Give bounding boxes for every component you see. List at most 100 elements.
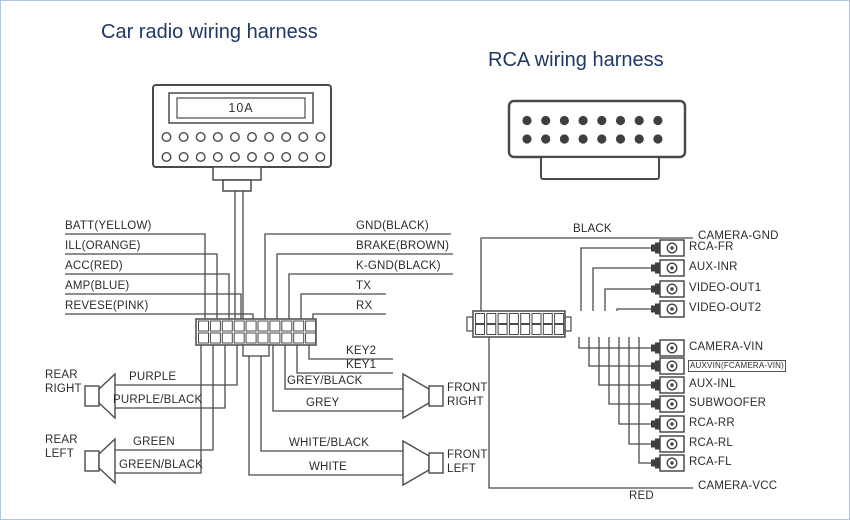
- wire-label-grey-black: GREY/BLACK: [287, 375, 363, 387]
- wire-label-rx: RX: [356, 300, 373, 312]
- rca-jack-icon: [651, 357, 685, 375]
- car-harness-title: Car radio wiring harness: [101, 21, 318, 43]
- wire-label-key1: KEY1: [346, 359, 377, 371]
- wire-label-green: GREEN: [133, 436, 175, 448]
- rca-jack-label: VIDEO-OUT1: [689, 282, 762, 294]
- wire-label-green-black: GREEN/BLACK: [119, 459, 204, 471]
- rca-plug-pin: [520, 324, 531, 335]
- wire-rx: [312, 313, 386, 319]
- wire-rca-2: [604, 288, 651, 311]
- speaker-icon: [84, 385, 100, 407]
- wire-kgnd: [288, 273, 453, 319]
- iso-plug-pin: [209, 320, 221, 332]
- harness-bundle: [234, 191, 244, 319]
- wire-rca-5: [588, 337, 651, 367]
- radio-pin: [178, 131, 189, 142]
- speaker-label-rear-right-2: RIGHT: [45, 383, 82, 395]
- iso-plug-pin: [221, 332, 233, 344]
- wire-label-amp: AMP(BLUE): [65, 280, 130, 292]
- speaker-label-front-right-2: RIGHT: [447, 396, 484, 408]
- speaker-label-rear-right-1: REAR: [45, 369, 78, 381]
- rca-pin: [653, 115, 663, 126]
- radio-pin: [281, 131, 292, 142]
- wire-purple-black: [115, 345, 226, 409]
- rca-pin: [634, 134, 644, 144]
- rca-jack-label: RCA-RL: [689, 437, 734, 449]
- wire-label-tx: TX: [356, 280, 372, 292]
- iso-plug-pin: [281, 320, 293, 332]
- rca-pin: [559, 134, 570, 144]
- wire-tx: [300, 293, 386, 319]
- speaker-rear-right: [84, 372, 116, 420]
- wire-rca-9: [628, 337, 651, 445]
- rca-jack-label: AUX-INR: [689, 261, 738, 273]
- wire-amp: [65, 293, 242, 319]
- rca-pin: [578, 134, 588, 144]
- rca-pin: [653, 134, 663, 144]
- wire-color-label-black: BLACK: [573, 223, 612, 235]
- wire-acc: [65, 273, 230, 319]
- radio-pin: [212, 151, 223, 162]
- speaker-front-right: [402, 372, 444, 420]
- speaker-icon: [84, 450, 100, 472]
- rca-plug-pin: [542, 324, 553, 335]
- iso-plug-pin: [269, 320, 281, 332]
- radio-pin: [229, 151, 240, 162]
- rca-plug-pin: [475, 313, 485, 324]
- rca-jack-label: AUXVIN(FCAMERA-VIN): [688, 360, 787, 372]
- wire-green-black: [115, 345, 202, 474]
- wire-rca-3: [616, 308, 651, 311]
- iso-plug-pin: [305, 332, 317, 344]
- radio-pin: [298, 151, 309, 162]
- rca-jack-icon: [651, 376, 685, 394]
- wire-label-gnd: GND(BLACK): [356, 220, 429, 232]
- wire-label-brake: BRAKE(BROWN): [356, 240, 450, 252]
- radio-connector-tab: [212, 166, 262, 181]
- rca-jack-label: AUX-INL: [689, 378, 736, 390]
- wire-gnd: [264, 233, 451, 319]
- iso-plug-pin: [198, 320, 209, 332]
- iso-plug-tab: [242, 344, 270, 357]
- wire-rca-6: [598, 337, 651, 386]
- speaker-cone-icon: [402, 439, 430, 487]
- iso-plug-pin: [233, 320, 245, 332]
- rca-pin: [578, 115, 588, 126]
- wire-grey: [272, 345, 403, 412]
- wire-label-reverse: REVESE(PINK): [65, 300, 149, 312]
- radio-pin: [281, 151, 292, 162]
- rca-plug-pin: [497, 324, 508, 335]
- rca-jack-icon: [651, 339, 685, 357]
- rca-jack-rows: [578, 239, 685, 472]
- wire-label-white-black: WHITE/BLACK: [289, 437, 370, 449]
- power-wires: [65, 233, 254, 319]
- speaker-label-rear-left-1: REAR: [45, 434, 78, 446]
- radio-pin: [212, 131, 223, 142]
- wire-label-ill: ILL(ORANGE): [65, 240, 141, 252]
- rca-plug-pin: [497, 313, 508, 324]
- radio-pin: [195, 131, 206, 142]
- rca-jack-label: SUBWOOFER: [689, 397, 767, 409]
- rca-jack-icon: [651, 435, 685, 453]
- rca-jack-icon: [651, 239, 685, 257]
- rca-plug-pin: [554, 313, 565, 324]
- rca-connector-body: [507, 99, 687, 159]
- wire-rca-8: [618, 337, 651, 425]
- radio-pin: [315, 151, 326, 162]
- wire-rca-7: [608, 337, 651, 405]
- wire-white-black: [260, 345, 403, 452]
- radio-pin: [246, 131, 257, 142]
- rca-jack-icon: [651, 415, 685, 433]
- rca-jack-label: RCA-RR: [689, 417, 735, 429]
- rca-plug-pin: [475, 324, 485, 335]
- iso-plug-pin: [245, 332, 257, 344]
- speaker-label-front-right-1: FRONT: [447, 382, 488, 394]
- speaker-label-front-left-1: FRONT: [447, 449, 488, 461]
- rca-plug-pin: [542, 313, 553, 324]
- radio-pin: [264, 131, 275, 142]
- iso-plug-pin: [245, 320, 257, 332]
- wire-grey-black: [284, 345, 403, 390]
- wire-label-kgnd: K-GND(BLACK): [356, 260, 441, 272]
- iso-plug-pin: [293, 332, 305, 344]
- rca-plug-pin: [486, 324, 497, 335]
- wire-rca-10: [638, 337, 651, 464]
